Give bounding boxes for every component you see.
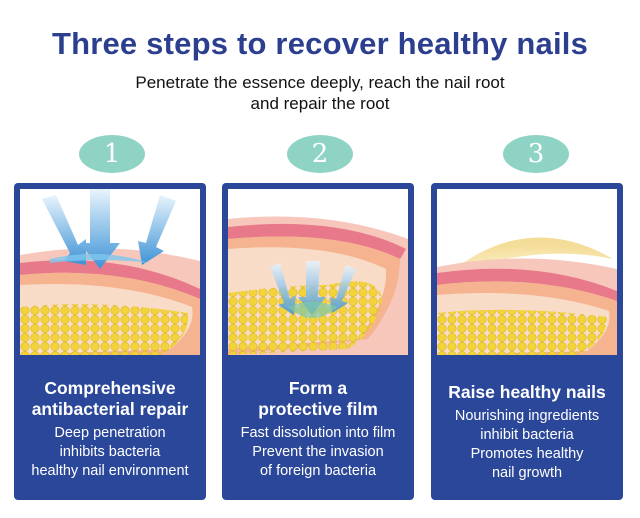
page-title: Three steps to recover healthy nails — [51, 26, 589, 61]
page-subtitle: Penetrate the essence deeply, reach the … — [0, 72, 640, 114]
arrows-group — [270, 261, 356, 315]
step-badge-2: 2 — [287, 135, 353, 173]
step-1-title: Comprehensive antibacterial repair — [14, 378, 206, 420]
step-1-desc-line: healthy nail environment — [31, 463, 189, 479]
step-3-title-line: Raise healthy nails — [448, 382, 606, 402]
step-1-desc-line: Deep penetration — [54, 425, 166, 441]
step-2-desc-line: of foreign bacteria — [259, 463, 377, 479]
step-card-3: Raise healthy nails Nourishing ingredien… — [431, 183, 623, 500]
step-badge-3: 3 — [503, 135, 569, 173]
step-3-illustration — [437, 189, 617, 355]
step-1-title-line: antibacterial repair — [31, 399, 189, 419]
step-2-illustration — [228, 189, 408, 355]
step-2-desc-line: Fast dissolution into film — [240, 425, 396, 441]
subtitle-line-2: and repair the root — [250, 94, 390, 113]
step-2-desc-line: Prevent the invasion — [252, 444, 384, 460]
step-3-description: Nourishing ingredients inhibit bacteria … — [431, 407, 623, 483]
arrows-group — [42, 189, 176, 269]
step-2-title-line: protective film — [258, 399, 378, 419]
step-3-desc-line: Nourishing ingredients — [454, 408, 600, 424]
step-3-desc-line: inhibit bacteria — [480, 427, 574, 443]
step-1-title-line: Comprehensive — [44, 378, 176, 398]
step-1-illustration — [20, 189, 200, 355]
step-2-title: Form a protective film — [222, 378, 414, 420]
step-1-description: Deep penetration inhibits bacteria healt… — [14, 424, 206, 481]
subtitle-line-1: Penetrate the essence deeply, reach the … — [135, 73, 505, 92]
step-badge-1: 1 — [79, 135, 145, 173]
step-card-2: Form a protective film Fast dissolution … — [222, 183, 414, 500]
step-card-1: Comprehensive antibacterial repair Deep … — [14, 183, 206, 500]
step-2-description: Fast dissolution into film Prevent the i… — [222, 424, 414, 481]
step-2-title-line: Form a — [288, 378, 348, 398]
step-3-title: Raise healthy nails — [431, 382, 623, 403]
step-1-desc-line: inhibits bacteria — [59, 444, 161, 460]
step-3-desc-line: Promotes healthy — [470, 446, 584, 462]
step-3-desc-line: nail growth — [491, 465, 563, 481]
